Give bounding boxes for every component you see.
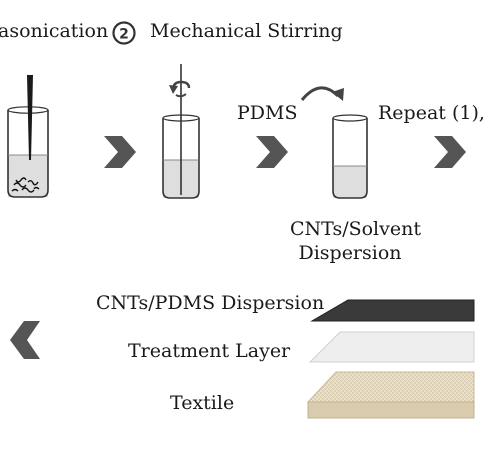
repeat-label: Repeat (1), bbox=[378, 102, 485, 124]
step-2-badge: 2 bbox=[112, 21, 136, 45]
textile-layer bbox=[306, 371, 475, 403]
dispersion-vial bbox=[332, 114, 368, 199]
layer-label-bottom: Textile bbox=[170, 392, 235, 414]
layer-label-middle: Treatment Layer bbox=[128, 340, 291, 362]
stirring-vial bbox=[162, 64, 200, 199]
cnt-pdms-layer bbox=[310, 299, 475, 322]
process-diagram: 2 bbox=[7, 21, 475, 419]
chevron-right-icon bbox=[256, 136, 288, 168]
step-2-number: 2 bbox=[119, 27, 129, 43]
curved-arrow-icon bbox=[300, 86, 344, 101]
step-2-label: Mechanical Stirring bbox=[150, 20, 343, 42]
chevron-right-icon bbox=[434, 136, 466, 168]
chevron-left-icon bbox=[10, 321, 40, 359]
cnt-particles bbox=[11, 177, 40, 193]
sonication-vial bbox=[7, 75, 49, 198]
pdms-label: PDMS bbox=[237, 102, 298, 124]
treatment-layer bbox=[308, 331, 475, 363]
sonication-probe bbox=[27, 75, 33, 160]
chevron-right-icon bbox=[104, 136, 136, 168]
step-1-label: asonication bbox=[0, 20, 109, 42]
textile-layer-edge bbox=[307, 401, 475, 419]
dispersion-label-line1: CNTs/Solvent bbox=[290, 218, 421, 240]
dispersion-label-line2: Dispersion bbox=[298, 242, 402, 264]
layer-label-top: CNTs/PDMS Dispersion bbox=[96, 292, 325, 314]
